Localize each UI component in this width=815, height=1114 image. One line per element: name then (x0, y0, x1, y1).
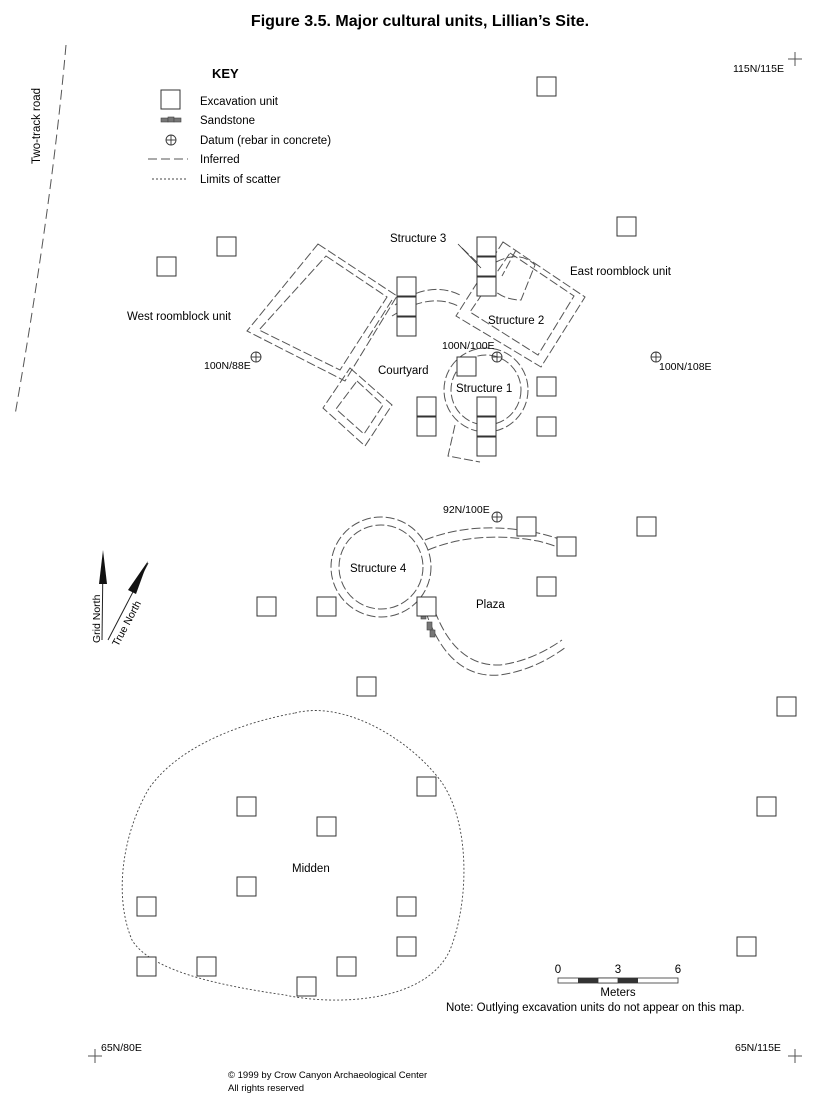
excavation-unit (476, 396, 497, 417)
true-north-arrow-icon (128, 561, 148, 594)
scale-tick-label: 3 (615, 964, 621, 976)
west-roomblock-walls (246, 243, 398, 447)
datum-icon (491, 511, 503, 523)
key-inferred-label: Inferred (200, 154, 240, 166)
excavation-unit (756, 796, 777, 817)
key-excavation-unit-label: Excavation unit (200, 96, 279, 108)
datum-label-92n-100e: 92N/100E (443, 504, 490, 516)
datum-label-100n-108e: 100N/108E (659, 361, 712, 373)
structure-2-label: Structure 2 (488, 315, 544, 327)
excavation-unit (416, 776, 437, 797)
copyright-line-2: All rights reserved (228, 1083, 304, 1094)
excavation-unit (536, 376, 557, 397)
datum-icon (250, 351, 262, 363)
midden-scatter-limits (121, 710, 465, 1001)
excavation-unit (396, 936, 417, 957)
excavation-unit (416, 596, 437, 617)
datum-icon (650, 351, 662, 363)
scale-tick-label: 0 (555, 964, 561, 976)
excavation-unit (476, 436, 497, 457)
excavation-unit (396, 296, 417, 317)
excavation-unit (556, 536, 577, 557)
scale-bar (557, 977, 679, 984)
copyright-line-1: © 1999 by Crow Canyon Archaeological Cen… (228, 1070, 427, 1081)
excavation-unit (456, 356, 477, 377)
excavation-unit (156, 256, 177, 277)
excavation-unit (416, 416, 437, 437)
excavation-unit (256, 596, 277, 617)
key-sandstone-label: Sandstone (200, 115, 255, 127)
excavation-unit (336, 956, 357, 977)
excavation-unit (416, 396, 437, 417)
excavation-unit (536, 576, 557, 597)
excavation-unit (396, 316, 417, 337)
excavation-unit (236, 876, 257, 897)
key-limits-label: Limits of scatter (200, 174, 281, 186)
excavation-unit (736, 936, 757, 957)
map-note: Note: Outlying excavation units do not a… (446, 1002, 745, 1014)
excavation-unit (476, 236, 497, 257)
figure-title: Figure 3.5. Major cultural units, Lillia… (251, 13, 589, 30)
key-datum-label: Datum (rebar in concrete) (200, 135, 331, 147)
datum-label-100n-88e: 100N/88E (204, 360, 251, 372)
excavation-unit (396, 896, 417, 917)
excavation-unit (196, 956, 217, 977)
key-sandstone-swatch (160, 116, 182, 123)
map-key: KEY Excavation unit Sandstone Datum (reb… (148, 66, 331, 186)
structure-4-walls (330, 516, 432, 618)
structure-3-label: Structure 3 (390, 233, 446, 245)
excavation-unit (236, 796, 257, 817)
road-label: Two-track road (31, 88, 43, 164)
plaza-label: Plaza (476, 599, 505, 611)
north-arrows (99, 550, 149, 641)
excavation-unit (296, 976, 317, 997)
midden-label: Midden (292, 863, 330, 875)
excavation-unit (536, 76, 557, 97)
east-roomblock-label: East roomblock unit (570, 266, 672, 278)
excavation-unit (316, 816, 337, 837)
grid-north-arrow-icon (99, 550, 107, 584)
datum-icon (491, 351, 503, 363)
excavation-unit (476, 416, 497, 437)
structure-3-leader (457, 243, 482, 269)
excavation-unit (616, 216, 637, 237)
grid-north-label: Grid North (91, 594, 103, 643)
excavation-unit (476, 256, 497, 277)
east-roomblock-walls (455, 241, 586, 368)
excavation-unit (216, 236, 237, 257)
excavation-unit (476, 276, 497, 297)
excavation-unit (356, 676, 377, 697)
excavation-unit (396, 276, 417, 297)
courtyard-label: Courtyard (378, 365, 429, 377)
excavation-unit (636, 516, 657, 537)
key-excavation-unit-swatch (160, 89, 181, 110)
corner-label-bottom-right: 65N/115E (735, 1042, 781, 1054)
structure-1-label: Structure 1 (456, 383, 512, 395)
key-title: KEY (212, 66, 239, 81)
datum-icon (165, 134, 177, 146)
excavation-unit (316, 596, 337, 617)
corner-marks (88, 52, 802, 1063)
excavation-unit (136, 956, 157, 977)
west-roomblock-label: West roomblock unit (127, 311, 232, 323)
true-north-label: True North (110, 599, 144, 649)
corner-label-top-right: 115N/115E (733, 63, 784, 75)
excavation-units (136, 76, 797, 997)
excavation-unit (136, 896, 157, 917)
excavation-unit (536, 416, 557, 437)
structure-4-label: Structure 4 (350, 563, 407, 575)
datum-label-100n-100e: 100N/100E (442, 340, 495, 352)
excavation-unit (516, 516, 537, 537)
scale-unit-label: Meters (600, 987, 635, 999)
corner-label-bottom-left: 65N/80E (101, 1042, 142, 1054)
two-track-road (14, 44, 67, 416)
scale-tick-label: 6 (675, 964, 681, 976)
excavation-unit (776, 696, 797, 717)
